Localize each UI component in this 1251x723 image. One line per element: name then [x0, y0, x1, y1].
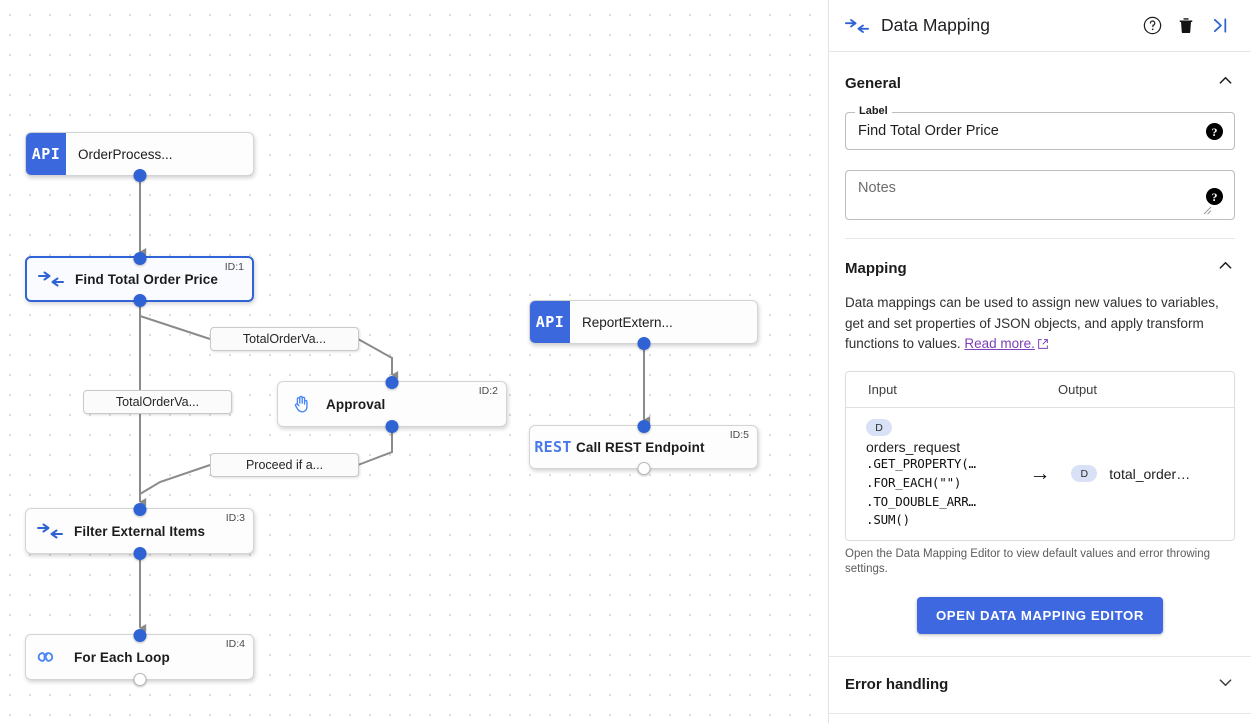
node-for-each-loop[interactable]: For Each Loop ID:4	[25, 628, 254, 686]
node-call-rest-endpoint[interactable]: REST Call REST Endpoint ID:5	[529, 419, 758, 475]
section-general: General Label Find Total Order Price ? N…	[829, 52, 1251, 239]
node-title: OrderProcess...	[78, 146, 173, 162]
node-title: Filter External Items	[74, 523, 206, 539]
edge-label[interactable]: TotalOrderVa...	[83, 390, 232, 414]
input-function: .SUM()	[866, 512, 910, 528]
node-port-bottom[interactable]	[133, 293, 146, 307]
node-filter-external-items[interactable]: Filter External Items ID:3	[25, 502, 254, 560]
node-report-external[interactable]: API ReportExtern...	[529, 300, 758, 350]
node-port-top[interactable]	[133, 628, 146, 642]
mapping-description-text: Data mappings can be used to assign new …	[845, 295, 1219, 352]
node-port-bottom[interactable]	[133, 168, 146, 182]
mapping-table: Input Output D orders_request .GET_PROPE…	[845, 370, 1235, 542]
node-port-bottom[interactable]	[637, 336, 650, 350]
node-title: Find Total Order Price	[75, 271, 218, 287]
node-order-process[interactable]: API OrderProcess...	[25, 132, 254, 182]
notes-field[interactable]: Notes ?	[845, 170, 1235, 220]
notes-field-placeholder: Notes	[858, 180, 896, 196]
node-port-bottom[interactable]	[637, 461, 650, 475]
output-variable-name: total_order…	[1109, 465, 1191, 482]
node-id-badge: ID:2	[478, 385, 498, 397]
node-find-total-order-price[interactable]: Find Total Order Price ID:1	[25, 251, 254, 307]
edge-label[interactable]: Proceed if a...	[210, 453, 359, 477]
node-id-badge: ID:1	[224, 261, 244, 273]
node-id-badge: ID:3	[225, 512, 245, 524]
section-title: Mapping	[845, 259, 907, 277]
section-divider	[845, 238, 1235, 239]
collapse-panel-icon[interactable]	[1203, 9, 1237, 43]
mapping-input-cell: D orders_request .GET_PROPERTY(… .FOR_EA…	[846, 418, 1017, 531]
workflow-canvas[interactable]: API OrderProcess... Find Total Order Pri…	[0, 0, 828, 723]
node-port-top[interactable]	[385, 375, 399, 389]
trash-icon[interactable]	[1169, 9, 1203, 43]
chevron-down-icon[interactable]	[1216, 673, 1235, 697]
input-variable-name: orders_request	[866, 439, 961, 456]
help-icon[interactable]: ?	[1206, 188, 1223, 205]
label-field[interactable]: Label Find Total Order Price ?	[845, 105, 1235, 150]
section-title: General	[845, 74, 901, 92]
section-mapping: Mapping Data mappings can be used to ass…	[829, 239, 1251, 634]
data-mapping-icon	[26, 523, 74, 539]
mapping-description: Data mappings can be used to assign new …	[845, 293, 1235, 357]
label-field-legend: Label	[855, 105, 892, 117]
section-general-header[interactable]: General	[845, 68, 1235, 98]
table-row[interactable]: D orders_request .GET_PROPERTY(… .FOR_EA…	[846, 408, 1234, 541]
input-type-chip: D	[866, 419, 892, 437]
properties-panel: Data Mapping	[828, 0, 1251, 723]
edge-label[interactable]: TotalOrderVa...	[210, 327, 359, 351]
section-mapping-header[interactable]: Mapping	[845, 253, 1235, 283]
node-port-top[interactable]	[637, 419, 650, 433]
input-function: .FOR_EACH("")	[866, 474, 962, 490]
node-approval[interactable]: Approval ID:2	[277, 375, 507, 433]
column-header-input: Input	[868, 381, 897, 397]
column-header-output: Output	[1058, 381, 1098, 397]
section-error-handling-header[interactable]: Error handling	[829, 657, 1251, 714]
node-id-badge: ID:5	[729, 429, 749, 441]
mapping-output-cell: D total_order…	[1063, 465, 1234, 483]
node-title: Approval	[326, 396, 386, 412]
node-title: For Each Loop	[74, 649, 170, 665]
section-title: Error handling	[845, 676, 949, 694]
label-field-value: Find Total Order Price	[858, 123, 999, 139]
infinity-icon	[26, 649, 74, 665]
input-function: .TO_DOUBLE_ARR…	[866, 493, 976, 509]
read-more-link[interactable]: Read more.	[964, 336, 1035, 352]
api-icon: API	[530, 301, 570, 343]
panel-header: Data Mapping	[829, 0, 1251, 52]
edge-connections	[139, 176, 651, 632]
chevron-up-icon[interactable]	[1216, 71, 1235, 95]
open-data-mapping-editor-button[interactable]: OPEN DATA MAPPING EDITOR	[916, 596, 1164, 634]
node-port-top[interactable]	[133, 251, 146, 265]
section-error-handling: Error handling	[829, 655, 1251, 714]
hand-icon	[278, 393, 326, 415]
node-title: ReportExtern...	[582, 314, 673, 330]
data-mapping-icon	[845, 18, 873, 34]
resize-handle-icon[interactable]	[1202, 205, 1212, 215]
help-circle-icon[interactable]	[1135, 9, 1169, 43]
node-port-bottom[interactable]	[133, 546, 146, 560]
node-id-badge: ID:4	[225, 638, 245, 650]
mapping-hint: Open the Data Mapping Editor to view def…	[845, 548, 1211, 575]
node-port-bottom[interactable]	[385, 419, 399, 433]
mapping-arrow-icon: →	[1029, 461, 1051, 485]
rest-icon: REST	[534, 438, 572, 456]
page-title: Data Mapping	[881, 15, 990, 35]
node-title: Call REST Endpoint	[576, 439, 705, 455]
node-port-top[interactable]	[133, 502, 146, 516]
chevron-up-icon[interactable]	[1216, 256, 1235, 280]
output-type-chip: D	[1071, 465, 1098, 483]
data-mapping-icon	[27, 271, 75, 287]
mapping-table-header: Input Output	[846, 372, 1234, 408]
input-function: .GET_PROPERTY(…	[866, 456, 976, 472]
api-icon: API	[26, 133, 66, 175]
help-icon[interactable]: ?	[1206, 123, 1223, 140]
node-port-bottom[interactable]	[133, 672, 146, 686]
external-link-icon[interactable]	[1037, 336, 1049, 357]
